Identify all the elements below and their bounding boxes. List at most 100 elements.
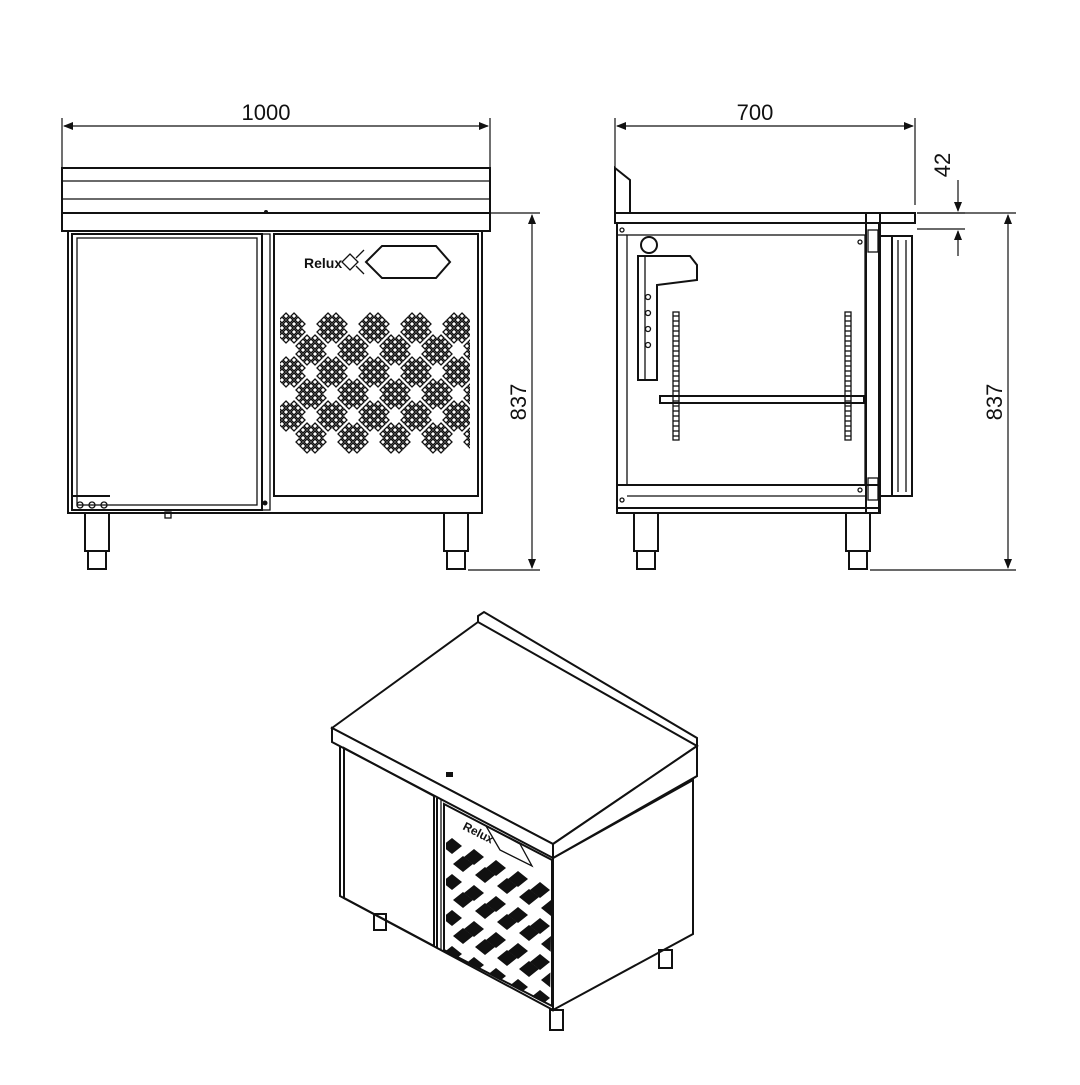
grille-hole (361, 386, 369, 394)
iso-grille-cell (446, 874, 462, 890)
grille-hole (493, 417, 499, 423)
grille-hole (514, 335, 520, 341)
grille-hole (395, 358, 403, 366)
grille-hole (506, 439, 512, 445)
grille-hole (501, 357, 507, 363)
grille-hole (374, 320, 382, 328)
grille-hole (391, 354, 399, 362)
grille-hole (320, 316, 328, 324)
grille-hole (337, 438, 345, 446)
grille-hole (337, 350, 345, 358)
grille-hole (387, 394, 395, 402)
grille-hole (420, 360, 428, 368)
grille-hole (324, 424, 332, 432)
grille-hole (484, 443, 490, 449)
grille-hole (290, 424, 298, 432)
grille-hole (441, 354, 449, 362)
grille-hole (311, 378, 319, 386)
grille-hole (282, 416, 290, 424)
grille-hole (282, 380, 290, 388)
grille-hole (497, 377, 503, 383)
grille-hole (505, 317, 511, 323)
grille-hole (412, 316, 420, 324)
grille-hole (353, 342, 361, 350)
grille-hole (489, 421, 495, 427)
grille-hole (408, 364, 416, 372)
grille-hole (307, 346, 315, 354)
grille-hole (361, 430, 369, 438)
grille-hole (341, 346, 349, 354)
grille-hole (328, 368, 336, 376)
grille-hole (286, 368, 294, 376)
grille-hole (290, 320, 298, 328)
grille-hole (412, 360, 420, 368)
grille-hole (341, 442, 349, 450)
grille-hole (336, 332, 344, 340)
grille-hole (429, 378, 437, 386)
grille-hole (454, 316, 462, 324)
grille-hole (295, 394, 303, 402)
grille-hole (522, 343, 528, 349)
grille-hole (522, 431, 528, 437)
grille-hole (307, 354, 315, 362)
grille-hole (336, 360, 344, 368)
grille-hole (280, 332, 286, 340)
iso-grille-cell (519, 889, 539, 905)
grille-hole (404, 404, 412, 412)
grille-hole (383, 338, 391, 346)
grille-hole (349, 382, 357, 390)
grille-hole (399, 390, 407, 398)
grille-hole (442, 328, 450, 336)
grille-hole (514, 423, 520, 429)
grille-hole (489, 361, 495, 367)
grille-hole (441, 382, 449, 390)
grille-hole (518, 355, 524, 361)
grille-hole (328, 324, 336, 332)
grille-hole (425, 346, 433, 354)
grille-hole (324, 312, 332, 320)
grille-hole (319, 350, 327, 358)
grille-hole (370, 376, 378, 384)
grille-hole (280, 420, 286, 428)
grille-hole (484, 355, 490, 361)
grille-hole (420, 316, 428, 324)
grille-hole (493, 425, 499, 431)
grille-hole (421, 430, 429, 438)
grille-hole (387, 438, 395, 446)
grille-hole (445, 342, 453, 350)
grille-hole (463, 350, 470, 358)
grille-hole (399, 354, 407, 362)
grille-hole (485, 329, 491, 335)
grille-hole (509, 365, 515, 371)
grille-hole (336, 376, 344, 384)
grille-hole (420, 376, 428, 384)
grille-hole (303, 378, 311, 386)
grille-hole (412, 332, 420, 340)
grille-hole (442, 372, 450, 380)
grille-hole (493, 313, 499, 319)
grille-hole (361, 394, 369, 402)
grille-hole (337, 430, 345, 438)
grille-hole (303, 350, 311, 358)
grille-hole (458, 424, 466, 432)
front-height-dimension: 837 (468, 212, 540, 571)
grille-hole (424, 364, 432, 372)
grille-hole (316, 372, 324, 380)
grille-hole (420, 368, 428, 376)
grille-hole (307, 426, 315, 434)
grille-hole (366, 424, 374, 432)
grille-hole (454, 404, 462, 412)
grille-hole (458, 372, 466, 380)
grille-hole (454, 360, 462, 368)
grille-hole (361, 438, 369, 446)
side-view: 700 (614, 100, 1016, 571)
iso-grille-cell (541, 900, 552, 916)
grille-hole (307, 398, 315, 406)
grille-hole (399, 442, 407, 450)
grille-hole (467, 427, 470, 433)
grille-hole (358, 320, 366, 328)
grille-hole (328, 420, 336, 428)
grille-hole (446, 360, 454, 368)
grille-hole (332, 372, 340, 380)
